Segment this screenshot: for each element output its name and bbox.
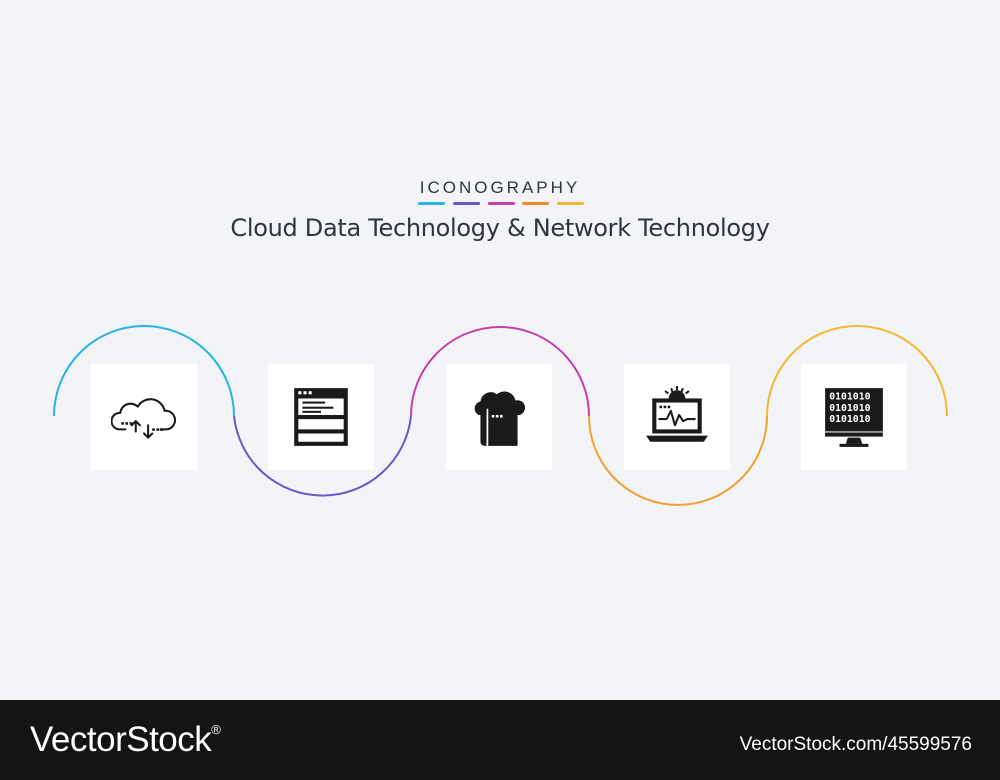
stock-id: VectorStock.com/45599576 <box>739 734 972 755</box>
tile-4 <box>624 364 730 470</box>
binary-monitor-icon: 0101010 0101010 0101010 <box>825 388 883 447</box>
swatch-4 <box>522 202 550 205</box>
cloud-book-icon <box>474 391 526 446</box>
connector-arc-2 <box>233 415 412 497</box>
kicker-label: ICONOGRAPHY <box>419 178 581 197</box>
illustration-canvas: ICONOGRAPHY Cloud Data Technology & Netw… <box>53 178 948 506</box>
cloud-data-sync-icon <box>111 398 176 439</box>
binary-row-1: 0101010 <box>829 391 870 402</box>
laptop-monitoring-icon <box>646 386 708 442</box>
swatch-1 <box>418 202 445 205</box>
binary-row-3: 0101010 <box>829 414 870 425</box>
page-title: Cloud Data Technology & Network Technolo… <box>230 214 770 242</box>
tile-1 <box>91 364 197 470</box>
swatch-3 <box>487 202 515 205</box>
brand-text: VectorStock <box>30 720 212 759</box>
footer-bar: VectorStock® VectorStock.com/45599576 <box>0 700 1000 780</box>
color-swatches <box>418 202 584 206</box>
binary-row-2: 0101010 <box>829 403 870 414</box>
connector-arc-1 <box>53 325 235 417</box>
connector-arc-5 <box>766 325 948 417</box>
connector-arc-3 <box>410 326 590 417</box>
wave-connector <box>53 325 948 506</box>
tile-5: 0101010 0101010 0101010 <box>801 364 907 470</box>
connector-arc-4 <box>588 415 768 506</box>
tile-3 <box>446 364 552 470</box>
vectorstock-logo: VectorStock® <box>30 720 221 760</box>
tile-2 <box>268 364 374 470</box>
swatch-2 <box>452 202 480 205</box>
registered-mark: ® <box>211 722 221 737</box>
swatch-5 <box>557 202 584 205</box>
browser-window-icon <box>294 388 348 446</box>
